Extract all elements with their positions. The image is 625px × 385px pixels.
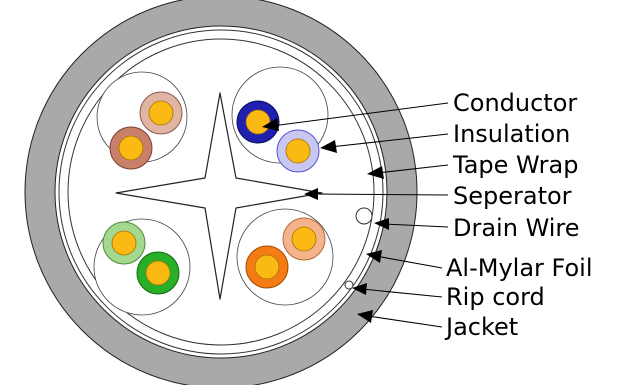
conductor-orange-white bbox=[291, 226, 317, 252]
arrowhead-conductor bbox=[262, 118, 279, 131]
conductor-green bbox=[145, 260, 171, 286]
separator-cross bbox=[115, 92, 323, 300]
leader-separator bbox=[313, 193, 449, 196]
drain-wire bbox=[355, 207, 373, 225]
conductor-green-white bbox=[111, 230, 137, 256]
arrowhead-drain-wire bbox=[374, 218, 389, 230]
conductor-brown bbox=[118, 135, 144, 161]
leader-al-mylar-foil bbox=[375, 255, 443, 269]
leader-drain-wire bbox=[383, 223, 449, 228]
leader-lines bbox=[262, 102, 449, 328]
pair-green bbox=[102, 221, 180, 295]
tape-wrap-layer bbox=[67, 38, 375, 346]
arrowhead-insulation bbox=[320, 140, 337, 153]
arrowhead-tape-wrap bbox=[367, 166, 384, 179]
callout-labels: Conductor Insulation Tape Wrap Seperator… bbox=[444, 89, 593, 341]
label-rip-cord: Rip cord bbox=[446, 283, 545, 311]
conductor-brown-white bbox=[148, 100, 174, 126]
label-tape-wrap: Tape Wrap bbox=[452, 151, 578, 179]
label-insulation: Insulation bbox=[453, 120, 570, 148]
label-drain-wire: Drain Wire bbox=[453, 214, 580, 242]
pair-blue bbox=[236, 100, 320, 173]
leader-tape-wrap bbox=[376, 164, 449, 174]
rip-cord bbox=[344, 280, 354, 290]
pair-orange bbox=[245, 217, 326, 289]
arrowhead-rip-cord bbox=[352, 283, 367, 295]
label-separator: Seperator bbox=[453, 182, 572, 210]
leader-conductor bbox=[271, 102, 449, 127]
leader-insulation bbox=[329, 133, 449, 148]
leader-rip-cord bbox=[361, 288, 443, 298]
label-al-mylar-foil: Al-Mylar Foil bbox=[446, 254, 593, 282]
conductor-blue bbox=[245, 109, 271, 135]
label-conductor: Conductor bbox=[453, 89, 577, 117]
cable-cross-section bbox=[24, 0, 418, 385]
label-jacket: Jacket bbox=[444, 313, 518, 341]
conductor-blue-white bbox=[285, 138, 311, 164]
conductor-orange bbox=[254, 254, 280, 280]
al-mylar-foil-layer bbox=[58, 29, 384, 355]
arrowhead-separator bbox=[304, 188, 318, 200]
leader-jacket bbox=[367, 315, 443, 328]
arrowhead-jacket bbox=[357, 310, 373, 323]
arrowhead-al-mylar-foil bbox=[366, 250, 382, 263]
pair-brown bbox=[109, 91, 183, 170]
